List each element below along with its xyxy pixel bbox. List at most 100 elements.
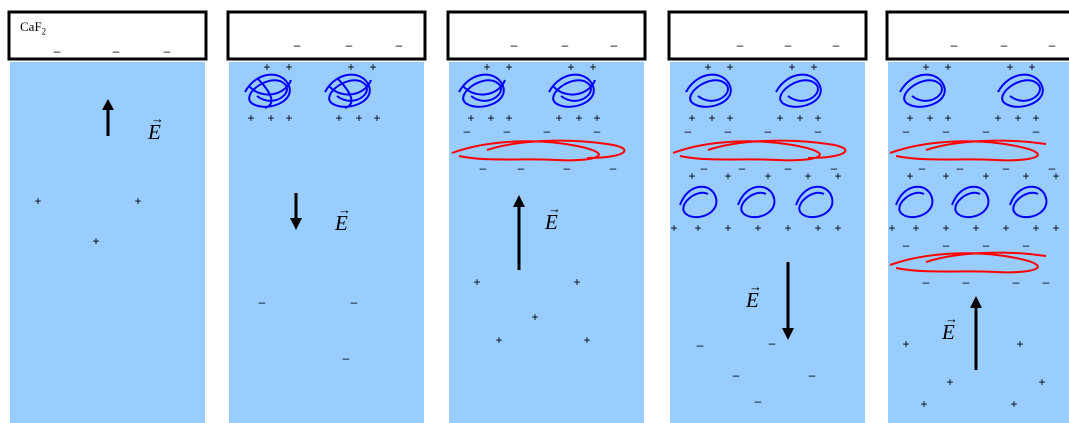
polymer-minus: – xyxy=(902,124,910,138)
panel-4-graphics xyxy=(667,10,868,423)
ion-plus: + xyxy=(1038,375,1046,389)
ion-plus: + xyxy=(583,333,591,347)
ion-minus: – xyxy=(696,338,704,352)
surface-minus: – xyxy=(832,38,840,52)
polymer-plus: + xyxy=(555,111,563,125)
surface-minus: – xyxy=(112,44,120,58)
ion-minus: – xyxy=(342,351,350,365)
polymer-minus: – xyxy=(902,238,910,252)
polymer-plus: + xyxy=(505,60,513,74)
polymer-plus: + xyxy=(994,111,1002,125)
polymer-plus: + xyxy=(575,111,583,125)
polymer-plus: + xyxy=(888,221,896,235)
ion-plus: + xyxy=(134,194,142,208)
polymer-plus: + xyxy=(1052,169,1060,183)
polymer-plus: + xyxy=(593,111,601,125)
polymer-plus: + xyxy=(267,111,275,125)
polyanion-layer xyxy=(889,139,1047,162)
polycation-layer xyxy=(244,73,372,109)
surface-minus: – xyxy=(950,38,958,52)
caf2-substrate xyxy=(885,10,1069,61)
ion-plus: + xyxy=(92,234,100,248)
polymer-plus: + xyxy=(487,111,495,125)
polymer-minus: – xyxy=(563,161,571,175)
field-label: →E xyxy=(545,201,561,234)
surface-minus: – xyxy=(510,38,518,52)
panel-5: – – – →E + + + + + + ++++++++++––––––––+… xyxy=(885,0,1069,423)
polymer-minus: – xyxy=(784,161,792,175)
polycation-layer xyxy=(458,73,596,108)
polymer-plus: + xyxy=(944,60,952,74)
polymer-plus: + xyxy=(906,111,914,125)
polymer-minus: – xyxy=(609,161,617,175)
polymer-minus: – xyxy=(942,238,950,252)
surface-minus: – xyxy=(1000,38,1008,52)
ion-plus: + xyxy=(1010,397,1018,411)
polycation-layer xyxy=(679,185,834,219)
polymer-minus: – xyxy=(918,161,926,175)
polymer-plus: + xyxy=(1032,111,1040,125)
polymer-plus: + xyxy=(247,111,255,125)
polyanion-layer xyxy=(672,139,847,162)
polymer-plus: + xyxy=(688,111,696,125)
ion-plus: + xyxy=(495,333,503,347)
polymer-plus: + xyxy=(942,221,950,235)
ion-plus: + xyxy=(473,275,481,289)
polyanion-layer xyxy=(889,251,1047,274)
polymer-plus: + xyxy=(814,221,822,235)
polymer-plus: + xyxy=(776,111,784,125)
polymer-plus: + xyxy=(788,60,796,74)
polymer-plus: + xyxy=(483,60,491,74)
polymer-minus: – xyxy=(724,124,732,138)
panel-1: CaF2 – – – →E + + + xyxy=(7,0,213,423)
polymer-plus: + xyxy=(764,169,772,183)
polymer-plus: + xyxy=(694,221,702,235)
polymer-minus: – xyxy=(593,124,601,138)
polymer-plus: + xyxy=(335,111,343,125)
polymer-plus: + xyxy=(589,60,597,74)
polycation-layer xyxy=(685,73,822,108)
ion-plus: + xyxy=(946,375,954,389)
polycation-layer xyxy=(899,73,1044,108)
polymer-plus: + xyxy=(834,221,842,235)
polymer-plus: + xyxy=(704,60,712,74)
panel-3-graphics xyxy=(446,10,647,423)
polymer-minus: – xyxy=(1012,275,1020,289)
ion-plus: + xyxy=(1016,337,1024,351)
polymer-plus: + xyxy=(972,221,980,235)
polymer-minus: – xyxy=(814,124,822,138)
ion-minus: – xyxy=(350,295,358,309)
polymer-minus: – xyxy=(1022,238,1030,252)
ion-plus: + xyxy=(902,337,910,351)
polymer-plus: + xyxy=(1052,221,1060,235)
polymer-plus: + xyxy=(670,221,678,235)
polymer-plus: + xyxy=(347,60,355,74)
polymer-minus: – xyxy=(479,161,487,175)
polymer-plus: + xyxy=(285,60,293,74)
polymer-plus: + xyxy=(708,111,716,125)
polymer-plus: + xyxy=(1014,111,1022,125)
caf2-substrate xyxy=(446,10,647,61)
polymer-plus: + xyxy=(942,169,950,183)
polymer-plus: + xyxy=(567,60,575,74)
polymer-minus: – xyxy=(1032,124,1040,138)
polymer-plus: + xyxy=(505,111,513,125)
polymer-minus: – xyxy=(982,124,990,138)
field-label: →E xyxy=(335,202,351,235)
polymer-plus: + xyxy=(796,111,804,125)
surface-minus: – xyxy=(1048,38,1056,52)
polymer-plus: + xyxy=(754,221,762,235)
ion-minus: – xyxy=(768,336,776,350)
polymer-plus: + xyxy=(804,169,812,183)
polymer-plus: + xyxy=(355,111,363,125)
polymer-minus: – xyxy=(517,161,525,175)
polymer-plus: + xyxy=(982,169,990,183)
polymer-minus: – xyxy=(956,161,964,175)
caf2-substrate xyxy=(226,10,427,61)
surface-minus: – xyxy=(345,38,353,52)
polymer-plus: + xyxy=(467,111,475,125)
polymer-plus: + xyxy=(1032,221,1040,235)
polymer-plus: + xyxy=(926,111,934,125)
polymer-plus: + xyxy=(1002,221,1010,235)
polymer-minus: – xyxy=(1042,275,1050,289)
